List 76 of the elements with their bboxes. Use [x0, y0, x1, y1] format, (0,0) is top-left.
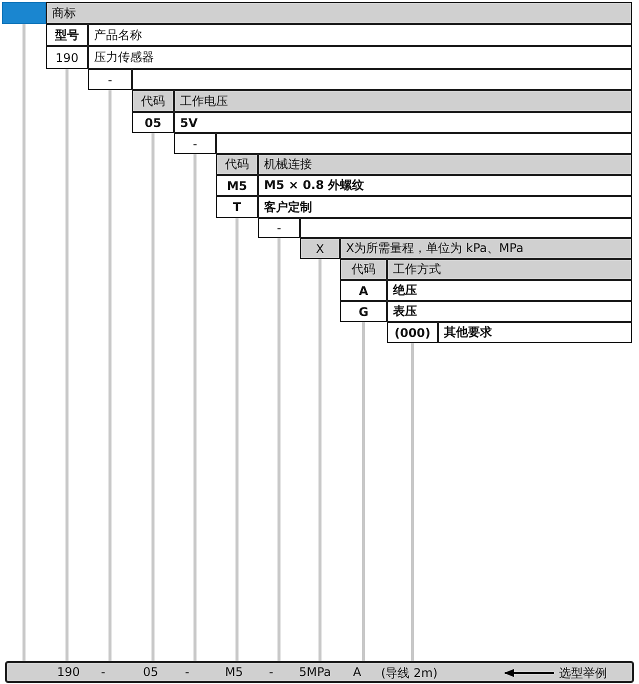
header-cell: [258, 154, 632, 175]
example-value: 190: [57, 665, 80, 679]
code-cell: [132, 112, 174, 133]
header-text: 型号: [55, 26, 79, 44]
description-cell: [340, 238, 632, 259]
description-text: X为所需量程，单位为 kPa、MPa: [346, 240, 524, 257]
header-text: 工作电压: [180, 92, 228, 110]
code-header-cell: [216, 154, 258, 175]
description-text: 表压: [393, 303, 417, 320]
header-text: 代码: [225, 156, 249, 173]
code-text: X: [316, 242, 324, 256]
leader-line: [22, 24, 26, 661]
code-header-cell: [132, 90, 174, 112]
description-text: 其他要求: [444, 324, 492, 341]
dash-text: -: [276, 221, 282, 235]
description-cell: [438, 322, 632, 343]
description-cell: [258, 175, 632, 196]
description-cell: [174, 112, 632, 133]
example-value: -: [269, 665, 274, 679]
code-cell: [216, 196, 258, 218]
code-text: G: [358, 304, 368, 318]
description-cell: [387, 280, 632, 301]
description-cell: [258, 196, 632, 218]
header-cell: [174, 90, 632, 112]
header-text: 产品名称: [94, 26, 142, 44]
code-cell: [340, 280, 387, 301]
description-text: 5V: [180, 116, 198, 130]
example-value: -: [101, 665, 106, 679]
example-bar: [5, 661, 634, 683]
header-text: 代码: [141, 92, 165, 110]
dash-text: -: [108, 72, 112, 86]
description-cell: [88, 46, 632, 69]
example-value: 5MPa: [299, 665, 332, 679]
code-cell: [387, 322, 438, 343]
dash-text: -: [192, 136, 198, 150]
note-text: 选型举例: [559, 665, 607, 682]
code-text: 05: [144, 116, 162, 130]
header-cell: [387, 259, 632, 280]
example-value: (导线 2m): [381, 665, 438, 682]
leader-line: [362, 322, 365, 661]
header-cell: [46, 2, 632, 24]
code-cell: [300, 238, 340, 259]
code-text: (000): [394, 326, 431, 340]
leader-line: [194, 154, 196, 661]
code-header-cell: [46, 24, 88, 46]
code-cell: [46, 46, 88, 69]
leader-line: [236, 218, 238, 661]
description-text: 绝压: [393, 282, 417, 299]
arrow: [504, 669, 554, 677]
description-text: 压力传感器: [94, 49, 154, 66]
code-cell: [216, 175, 258, 196]
leader-line: [278, 238, 280, 661]
header-text: 代码: [352, 261, 376, 278]
example-value: 05: [143, 665, 158, 679]
description-text: 客户定制: [264, 198, 312, 216]
code-text: T: [232, 200, 242, 214]
header-text: 商标: [52, 4, 76, 22]
header-text: 工作方式: [393, 261, 441, 278]
leader-line: [318, 259, 322, 661]
leader-line: [411, 343, 414, 661]
header-cell: [88, 24, 632, 46]
leader-line: [66, 69, 68, 661]
code-text: M5: [226, 178, 248, 192]
example-value: -: [185, 665, 190, 679]
description-text: M5 × 0.8 外螺纹: [264, 177, 364, 194]
header-text: 机械连接: [264, 156, 312, 173]
code-text: A: [358, 284, 368, 298]
code-text: 190: [56, 50, 78, 64]
example-value: A: [353, 665, 362, 679]
description-cell: [387, 301, 632, 322]
leader-line: [152, 133, 154, 661]
brand-cell: [2, 2, 46, 24]
example-value: M5: [225, 665, 243, 679]
leader-line: [108, 90, 112, 661]
code-header-cell: [340, 259, 387, 280]
code-cell: [340, 301, 387, 322]
